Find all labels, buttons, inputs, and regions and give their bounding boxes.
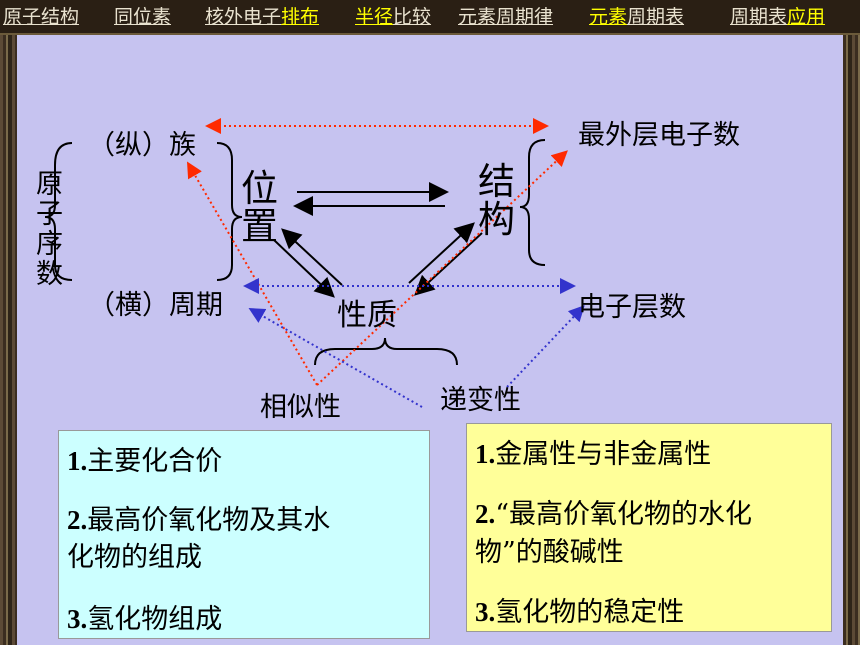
blue-arrow-gradation-shells <box>506 305 585 388</box>
similarity-item-2-cont: 化物的组成 <box>67 542 202 573</box>
red-arrow-similarity-outer <box>316 150 568 386</box>
similarity-details-box: 1.主要化合价 2.最高价氧化物及其水 化物的组成 3.氢化物组成 <box>58 430 430 639</box>
atomic-number-brace <box>44 142 73 281</box>
gradation-item-2: 2.“最高价氧化物的水化 <box>475 499 753 530</box>
outer-electrons-label: 最外层电子数 <box>578 120 740 151</box>
electron-shells-label: 电子层数 <box>578 292 686 323</box>
gradation-label: 递变性 <box>440 385 521 416</box>
position-brace <box>216 142 243 281</box>
similarity-item-1: 1.主要化合价 <box>67 446 223 477</box>
arrow-properties-to-structure <box>408 222 475 284</box>
structure-brace <box>519 139 546 266</box>
top-nav-bar: 原子结构 同位素 核外电子排布 半径比较 元素周期律 元素周期表 周期表应用 <box>0 0 860 35</box>
gradation-item-1: 1.金属性与非金属性 <box>475 439 712 470</box>
nav-isotope[interactable]: 同位素 <box>114 6 172 28</box>
period-label: （横）周期 <box>88 290 223 321</box>
atomic-number-label: 原子序数 <box>36 169 63 290</box>
nav-radius-compare[interactable]: 半径比较 <box>355 6 432 28</box>
similarity-label: 相似性 <box>260 392 341 423</box>
gradation-item-2-cont: 物”的酸碱性 <box>475 537 624 568</box>
nav-electron-arrangement[interactable]: 核外电子排布 <box>205 6 320 28</box>
group-label: （纵）族 <box>88 130 196 161</box>
properties-brace <box>314 337 458 366</box>
nav-table-application[interactable]: 周期表应用 <box>730 6 826 28</box>
position-label: 位置 <box>241 167 278 248</box>
relationship-diagram <box>44 118 585 408</box>
nav-atomic-structure[interactable]: 原子结构 <box>3 6 80 28</box>
arrow-structure-to-properties <box>414 232 483 296</box>
nav-periodic-law[interactable]: 元素周期律 <box>458 6 554 28</box>
structure-label: 结构 <box>478 160 515 241</box>
properties-label: 性质 <box>337 298 397 333</box>
arrow-properties-to-position <box>281 228 343 286</box>
gradation-details-box: 1.金属性与非金属性 2.“最高价氧化物的水化 物”的酸碱性 3.氢化物的稳定性 <box>466 423 832 632</box>
nav-periodic-table[interactable]: 元素周期表 <box>589 6 685 28</box>
similarity-item-2: 2.最高价氧化物及其水 <box>67 505 331 536</box>
similarity-item-3: 3.氢化物组成 <box>67 604 223 635</box>
gradation-item-3: 3.氢化物的稳定性 <box>475 597 685 628</box>
